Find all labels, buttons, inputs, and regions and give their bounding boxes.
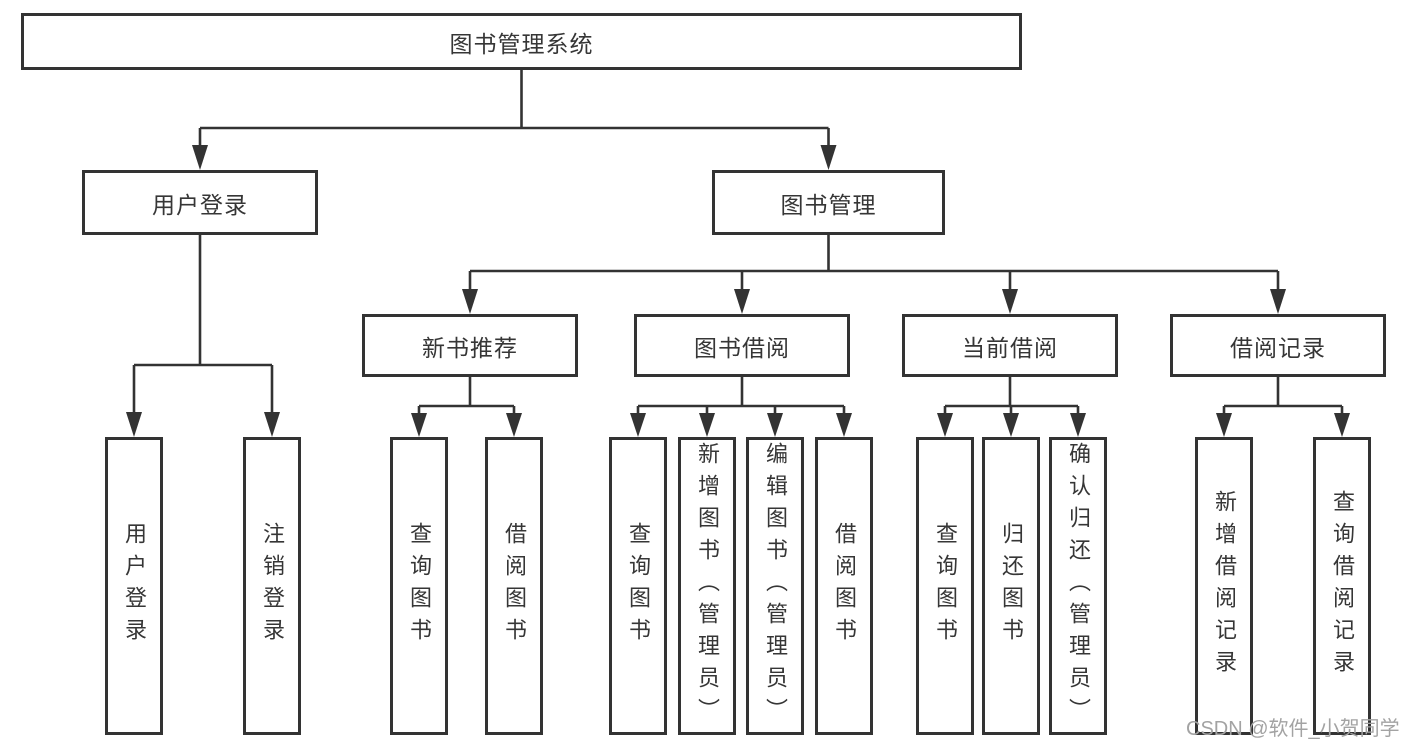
leaf-add-borrow-record: 新增借阅记录 (1195, 437, 1253, 735)
connector-root-to-level2 (192, 70, 837, 170)
node-label: 查询图书 (407, 522, 432, 650)
leaf-borrow-books: 借阅图书 (815, 437, 873, 735)
node-label: 图书管理系统 (449, 30, 594, 57)
node-book-management: 图书管理 (712, 170, 945, 235)
node-label: 借阅记录 (1230, 334, 1326, 361)
node-book-borrow: 图书借阅 (634, 314, 850, 377)
node-label: 新书推荐 (422, 334, 518, 361)
node-label: 编辑图书（管理员） (763, 442, 788, 730)
leaf-user-login: 用户登录 (105, 437, 163, 735)
node-label: 查询图书 (933, 522, 958, 650)
node-label: 当前借阅 (962, 334, 1058, 361)
node-label: 注销登录 (260, 522, 285, 650)
node-user-login: 用户登录 (82, 170, 318, 235)
leaf-logout: 注销登录 (243, 437, 301, 735)
node-label: 用户登录 (122, 522, 147, 650)
leaf-return-books: 归还图书 (982, 437, 1040, 735)
leaf-query-books-recommend: 查询图书 (390, 437, 448, 735)
leaf-edit-books-admin: 编辑图书（管理员） (746, 437, 804, 735)
connector-book-borrow-children (630, 377, 852, 437)
connector-new-book-children (411, 377, 522, 437)
node-label: 新增借阅记录 (1212, 490, 1237, 682)
connector-current-borrow-children (937, 377, 1086, 437)
node-label: 查询图书 (626, 522, 651, 650)
node-root-library-system: 图书管理系统 (21, 13, 1022, 70)
leaf-query-books-current: 查询图书 (916, 437, 974, 735)
leaf-query-books-borrow: 查询图书 (609, 437, 667, 735)
node-label: 借阅图书 (502, 522, 527, 650)
leaf-borrow-books-recommend: 借阅图书 (485, 437, 543, 735)
leaf-query-borrow-record: 查询借阅记录 (1313, 437, 1371, 735)
connector-borrow-records-children (1216, 377, 1350, 437)
node-new-book-recommend: 新书推荐 (362, 314, 578, 377)
leaf-confirm-return-admin: 确认归还（管理员） (1049, 437, 1107, 735)
node-label: 图书借阅 (694, 334, 790, 361)
node-label: 借阅图书 (832, 522, 857, 650)
node-current-borrow: 当前借阅 (902, 314, 1118, 377)
csdn-watermark: CSDN @软件_小贺同学 (1186, 718, 1400, 740)
node-label: 确认归还（管理员） (1066, 442, 1091, 730)
connector-user-login-children (126, 235, 280, 437)
node-label: 查询借阅记录 (1330, 490, 1355, 682)
node-label: 归还图书 (999, 522, 1024, 650)
node-label: 图书管理 (780, 191, 877, 218)
node-label: 新增图书（管理员） (695, 442, 720, 730)
node-borrow-records: 借阅记录 (1170, 314, 1386, 377)
node-label: 用户登录 (152, 191, 248, 218)
leaf-add-books-admin: 新增图书（管理员） (678, 437, 736, 735)
connector-book-management-to-level3 (462, 235, 1286, 314)
